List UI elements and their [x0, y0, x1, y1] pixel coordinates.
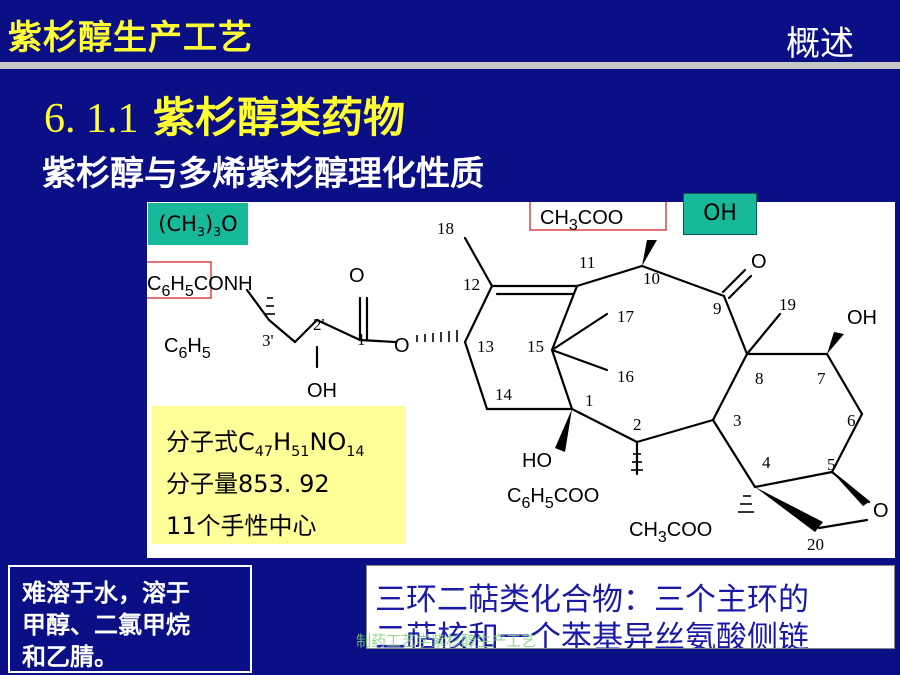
tert-butoxy-tag: (CH3)3O	[148, 203, 248, 245]
svg-text:19: 19	[779, 295, 796, 314]
svg-text:11: 11	[579, 253, 595, 272]
svg-text:O: O	[349, 265, 365, 287]
svg-text:3': 3'	[262, 331, 274, 350]
structure-summary: 三环二萜类化合物：三个主环的 二萜核和一个苯基异丝氨酸侧链	[366, 565, 895, 649]
svg-text:20: 20	[807, 535, 824, 554]
svg-text:15: 15	[527, 337, 544, 356]
solubility-line-1: 难溶于水，溶于	[22, 579, 190, 607]
solubility-line-2: 甲醇、二氯甲烷	[22, 611, 190, 639]
header-divider	[0, 62, 900, 69]
svg-text:18: 18	[437, 219, 454, 238]
summary-line-1: 三环二萜类化合物：三个主环的	[375, 582, 809, 618]
heading-text: 紫杉醇类药物	[153, 93, 406, 142]
title-bar: 紫杉醇生产工艺 概述	[0, 0, 900, 64]
svg-text:8: 8	[755, 369, 764, 388]
molecular-formula-box: 分子式C47H51NO14 分子量853. 92 11个手性中心	[152, 406, 406, 544]
section-label: 概述	[786, 24, 854, 64]
svg-text:O: O	[751, 251, 767, 273]
solubility-line-3: 和乙腈。	[22, 643, 118, 671]
hydroxyl-tag: OH	[683, 193, 757, 235]
svg-text:OH: OH	[847, 307, 877, 329]
svg-text:O: O	[873, 500, 889, 522]
slide-heading: 6. 1.1 紫杉醇类药物	[44, 84, 405, 145]
svg-text:2': 2'	[313, 315, 325, 334]
heading-number: 6. 1.1	[44, 96, 139, 142]
molecular-weight: 分子量853. 92	[166, 470, 330, 498]
svg-text:C6H5: C6H5	[164, 335, 211, 362]
svg-text:12: 12	[463, 275, 480, 294]
svg-text:3: 3	[733, 411, 742, 430]
molecular-formula: 分子式C47H51NO14	[166, 428, 365, 460]
svg-text:C6H5CONH: C6H5CONH	[147, 273, 253, 300]
svg-text:13: 13	[477, 337, 494, 356]
svg-text:14: 14	[495, 385, 513, 404]
slide-subheading: 紫杉醇与多烯紫杉醇理化性质	[42, 154, 484, 194]
footer-caption: 制药工艺学紫杉醇生产工艺	[356, 632, 537, 650]
chiral-centers: 11个手性中心	[166, 512, 317, 540]
svg-text:4: 4	[762, 453, 771, 472]
svg-text:CH3COO: CH3COO	[629, 519, 712, 546]
svg-text:C6H5COO: C6H5COO	[507, 485, 599, 512]
summary-line-2: 二萜核和一个苯基异丝氨酸侧链	[375, 620, 809, 649]
deck-title: 紫杉醇生产工艺	[8, 18, 253, 58]
tert-butoxy-tag-text: (CH3)3O	[158, 212, 238, 240]
svg-text:6: 6	[847, 411, 856, 430]
svg-text:5: 5	[827, 455, 836, 474]
svg-text:OH: OH	[307, 380, 337, 402]
svg-text:16: 16	[617, 367, 634, 386]
svg-text:1': 1'	[357, 330, 369, 349]
svg-text:HO: HO	[522, 450, 552, 472]
svg-text:2: 2	[633, 415, 642, 434]
svg-text:10: 10	[643, 269, 660, 288]
svg-text:7: 7	[817, 369, 826, 388]
solubility-note: 难溶于水，溶于 甲醇、二氯甲烷 和乙腈。	[8, 565, 252, 673]
svg-text:17: 17	[617, 307, 635, 326]
svg-text:O: O	[394, 335, 410, 357]
svg-text:9: 9	[713, 299, 722, 318]
taxol-structure-drawing: C6H5CONH C6H5 O O OH CH3COO O OH HO C6H5…	[147, 202, 889, 554]
svg-text:1: 1	[585, 391, 594, 410]
